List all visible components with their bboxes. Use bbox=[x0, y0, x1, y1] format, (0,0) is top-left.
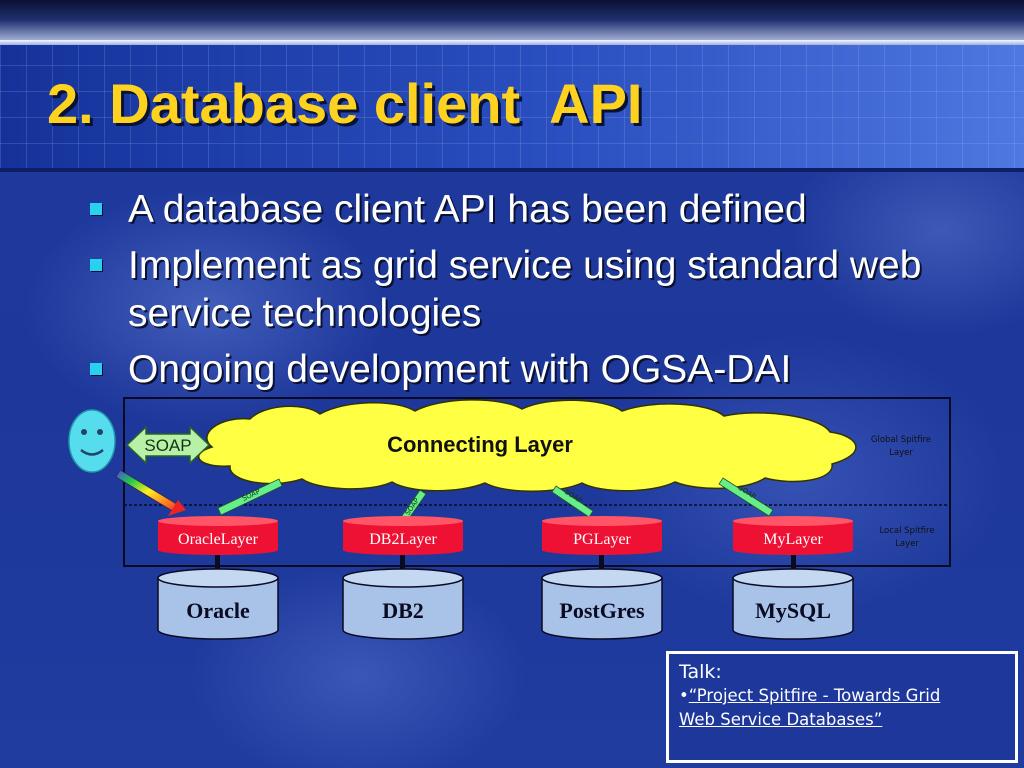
bullet-text: Ongoing development with OGSA-DAI bbox=[128, 348, 792, 391]
pg-layer-cylinder bbox=[542, 516, 662, 555]
square-bullet-icon bbox=[90, 259, 102, 271]
vertical-connector bbox=[791, 552, 796, 582]
mysql-database-label: MySQL bbox=[755, 598, 831, 623]
global-layer-label-line2: Layer bbox=[889, 448, 913, 458]
square-bullet-icon bbox=[90, 203, 102, 215]
bullet-text: A database client API has been defined bbox=[128, 188, 807, 231]
vertical-connector bbox=[599, 552, 604, 582]
connecting-layer-cloud bbox=[198, 399, 857, 492]
top-divider bbox=[0, 40, 1024, 45]
my-layer-cylinder bbox=[733, 516, 853, 555]
postgres-database-cylinder bbox=[541, 568, 663, 640]
talk-link-line: •“Project Spitfire - Towards Grid bbox=[679, 684, 1005, 708]
smiley-face-icon bbox=[68, 409, 116, 473]
global-layer-label: Global Spitfire bbox=[871, 435, 931, 445]
square-bullet-icon bbox=[90, 363, 102, 375]
local-layer-label: Local Spitfire bbox=[879, 526, 934, 536]
talk-bullet: • bbox=[679, 686, 689, 705]
oracle-database-label: Oracle bbox=[186, 598, 250, 623]
soap-connector bbox=[217, 478, 283, 516]
connecting-layer-label: Connecting Layer bbox=[387, 432, 573, 457]
soap-arrow-icon bbox=[125, 425, 211, 465]
client-connection-arrow bbox=[115, 469, 186, 516]
bullet-item: Implement as grid service using standard… bbox=[88, 242, 948, 338]
db2-layer-label: DB2Layer bbox=[369, 531, 437, 548]
talk-link-line: Web Service Databases” bbox=[679, 708, 1005, 732]
bullet-text: Implement as grid service using standard… bbox=[128, 244, 922, 335]
talk-link[interactable]: “Project Spitfire - Towards Grid bbox=[688, 686, 941, 705]
my-layer-label: MyLayer bbox=[763, 531, 823, 548]
local-layer-label-line2: Layer bbox=[895, 539, 919, 549]
oracle-layer-label: OracleLayer bbox=[178, 531, 259, 548]
top-strip bbox=[0, 0, 1024, 44]
pg-layer-label: PGLayer bbox=[573, 531, 631, 548]
title-band bbox=[0, 45, 1024, 170]
architecture-diagram: Connecting Layer SOAP Global Spitfire La… bbox=[68, 397, 951, 640]
title-divider bbox=[0, 168, 1024, 172]
postgres-database-label: PostGres bbox=[559, 598, 645, 623]
vertical-connector bbox=[215, 552, 220, 582]
bullet-list: A database client API has been defined I… bbox=[88, 186, 948, 402]
db2-database-label: DB2 bbox=[382, 598, 424, 623]
soap-arrow-label: SOAP bbox=[144, 436, 191, 455]
slide-title: 2. Database client API bbox=[47, 72, 643, 135]
talk-link-continued[interactable]: Web Service Databases” bbox=[679, 710, 883, 729]
vertical-connector bbox=[400, 552, 405, 582]
soap-connector bbox=[718, 477, 774, 517]
db2-database-cylinder bbox=[342, 568, 464, 640]
oracle-layer-cylinder bbox=[158, 516, 278, 555]
talk-label: Talk: bbox=[679, 661, 722, 683]
talk-reference-box: Talk: •“Project Spitfire - Towards Grid … bbox=[666, 651, 1018, 763]
bullet-item: Ongoing development with OGSA-DAI bbox=[88, 346, 948, 394]
mysql-database-cylinder bbox=[732, 568, 854, 640]
bullet-item: A database client API has been defined bbox=[88, 186, 948, 234]
db2-layer-cylinder bbox=[343, 516, 463, 555]
oracle-database-cylinder bbox=[157, 568, 279, 640]
